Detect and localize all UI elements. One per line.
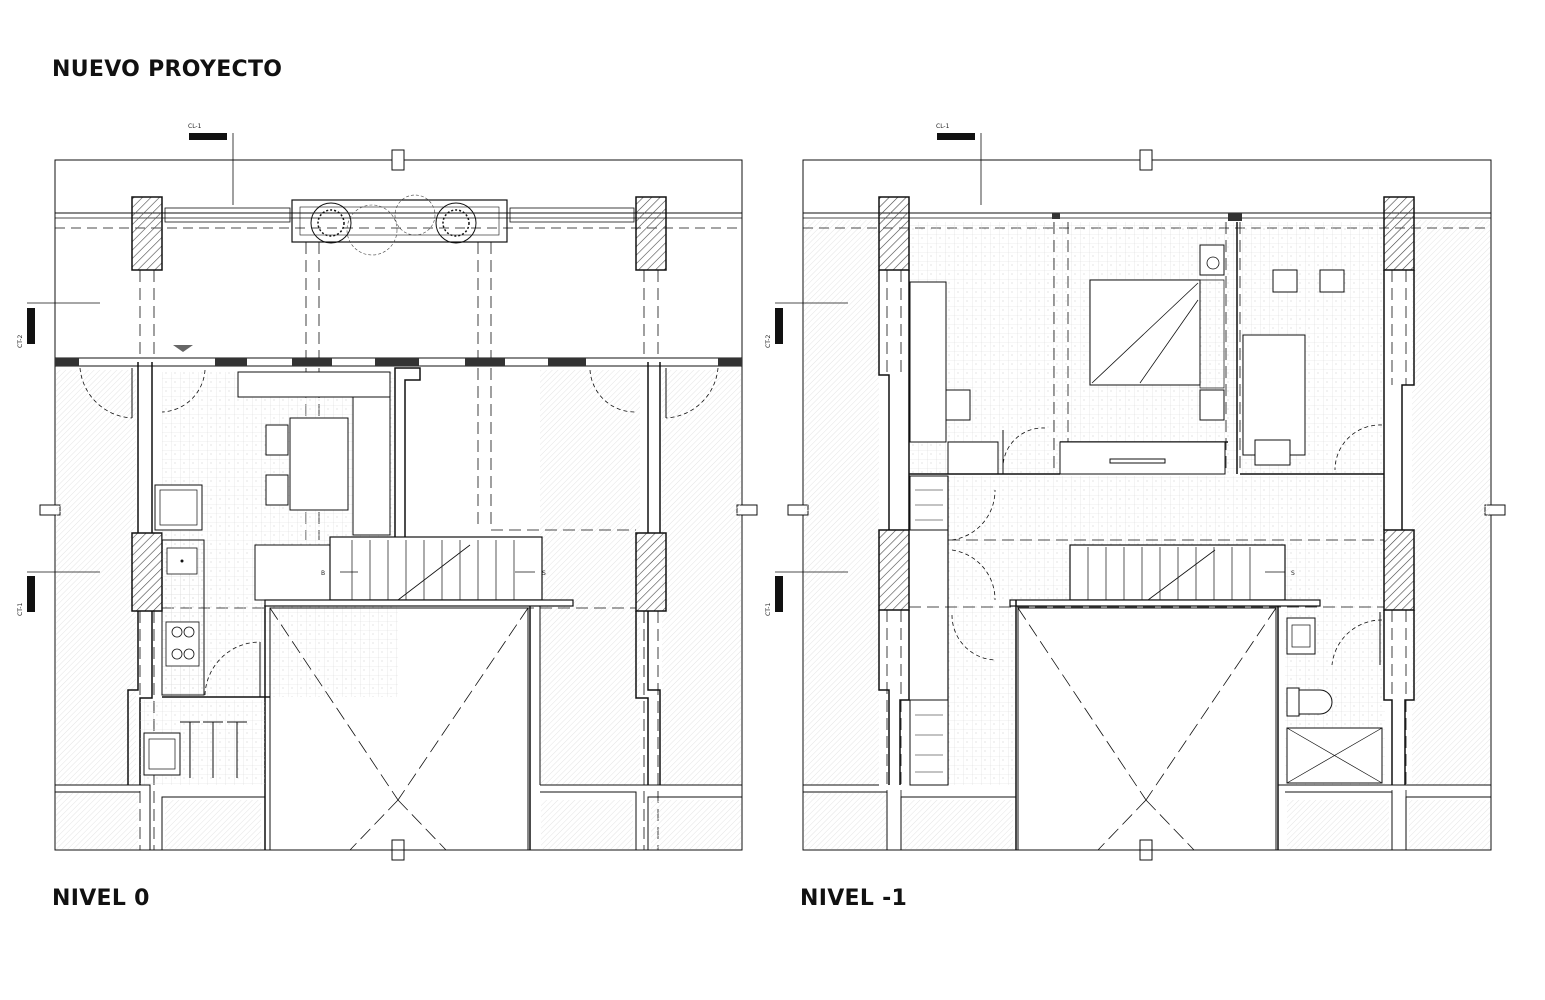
section-marker-ct1: CT-1 — [765, 571, 848, 616]
plan-label-level-0: NIVEL 0 — [52, 886, 150, 911]
drawing-title: NUEVO PROYECTO — [52, 57, 283, 82]
stair-up-mark: S — [542, 570, 546, 577]
stair-down-mark: B — [321, 570, 325, 577]
svg-text:CT-2: CT-2 — [17, 335, 24, 348]
section-marker-cl1: CL-1 — [936, 123, 982, 205]
washer-icon — [143, 732, 181, 776]
stove-icon — [165, 621, 200, 667]
tree-icon — [310, 202, 352, 244]
svg-text:CT-2: CT-2 — [765, 335, 772, 348]
section-marker-cl1: CL-1 — [188, 123, 234, 205]
stair-up-mark: S — [1291, 570, 1295, 577]
bed-icon — [1089, 279, 1201, 386]
section-marker-ct1: CT-1 — [17, 571, 100, 616]
svg-text:CL-1: CL-1 — [936, 123, 950, 130]
bathroom-sink-icon — [1286, 617, 1316, 655]
plan-level-0: B S CL-1 CT-2 — [17, 123, 758, 861]
section-marker-ct2: CT-2 — [17, 302, 100, 348]
svg-text:CL-1: CL-1 — [188, 123, 202, 130]
toilet-icon — [1286, 687, 1333, 717]
bicycle-icon — [180, 721, 247, 778]
shower-icon — [1286, 727, 1383, 784]
plan-level-minus-1: S — [765, 123, 1506, 861]
sink-icon — [166, 547, 198, 575]
plan-label-level-minus-1: NIVEL -1 — [800, 886, 908, 911]
section-marker-ct2: CT-2 — [765, 302, 848, 348]
tree-icon — [435, 202, 477, 244]
svg-text:CT-1: CT-1 — [765, 603, 772, 616]
svg-text:CT-1: CT-1 — [17, 603, 24, 616]
